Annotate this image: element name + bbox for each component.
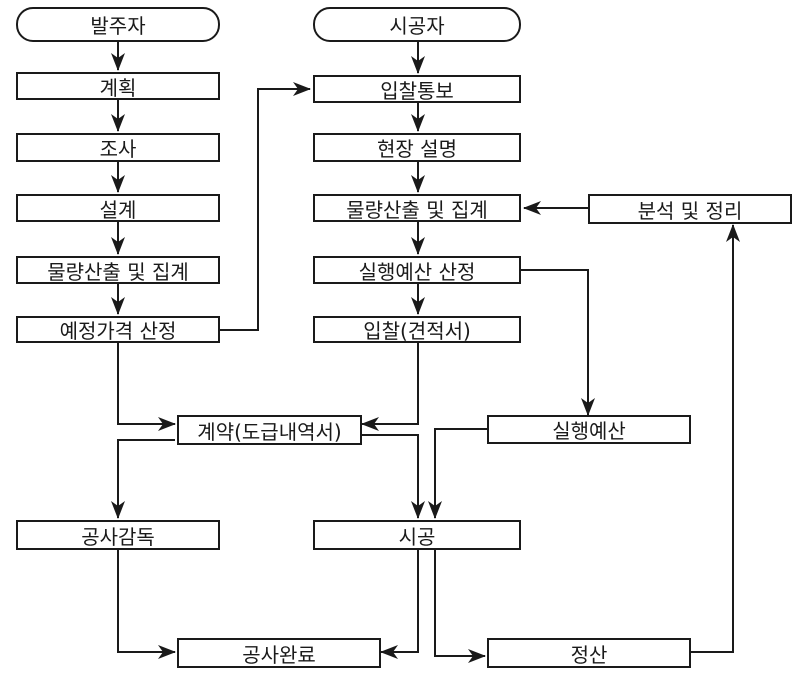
settlement-box: 정산 xyxy=(487,638,691,668)
analysis-box: 분석 및 정리 xyxy=(588,194,792,224)
execution-budget-box: 실행예산 xyxy=(487,415,691,444)
construction-box: 시공 xyxy=(313,520,521,550)
contractor-start: 시공자 xyxy=(313,7,521,42)
arrow-bid-contract xyxy=(361,343,419,431)
arrow-contract-construction xyxy=(362,434,425,519)
estimated-price-box: 예정가격 산정 xyxy=(16,316,220,343)
arrow-budgetcalc-budget xyxy=(521,269,595,416)
arrow-supervision-completion xyxy=(117,550,176,659)
execution-budget-calc-box: 실행예산 산정 xyxy=(313,256,521,284)
client-start: 발주자 xyxy=(16,7,220,42)
survey-box: 조사 xyxy=(16,133,220,162)
client-quantity-box: 물량산출 및 집계 xyxy=(16,256,220,284)
supervision-box: 공사감독 xyxy=(16,520,220,550)
plan-box: 계획 xyxy=(16,72,220,100)
bid-notice-box: 입찰통보 xyxy=(313,75,521,103)
contractor-quantity-box: 물량산출 및 집계 xyxy=(313,194,521,222)
arrow-settlement-analysis xyxy=(691,224,740,653)
arrow-estimate-bidnotice xyxy=(220,82,311,331)
arrow-construction-completion xyxy=(380,550,419,659)
arrow-budget-construction xyxy=(428,428,487,519)
completion-box: 공사완료 xyxy=(177,638,381,668)
arrow-contract-supervision xyxy=(111,439,175,519)
arrow-estimate-contract xyxy=(117,343,176,431)
design-box: 설계 xyxy=(16,194,220,222)
contract-box: 계약(도급내역서) xyxy=(177,415,362,445)
arrow-construction-settlement xyxy=(434,550,486,663)
bid-box: 입찰(견적서) xyxy=(313,316,521,343)
site-briefing-box: 현장 설명 xyxy=(313,133,521,162)
